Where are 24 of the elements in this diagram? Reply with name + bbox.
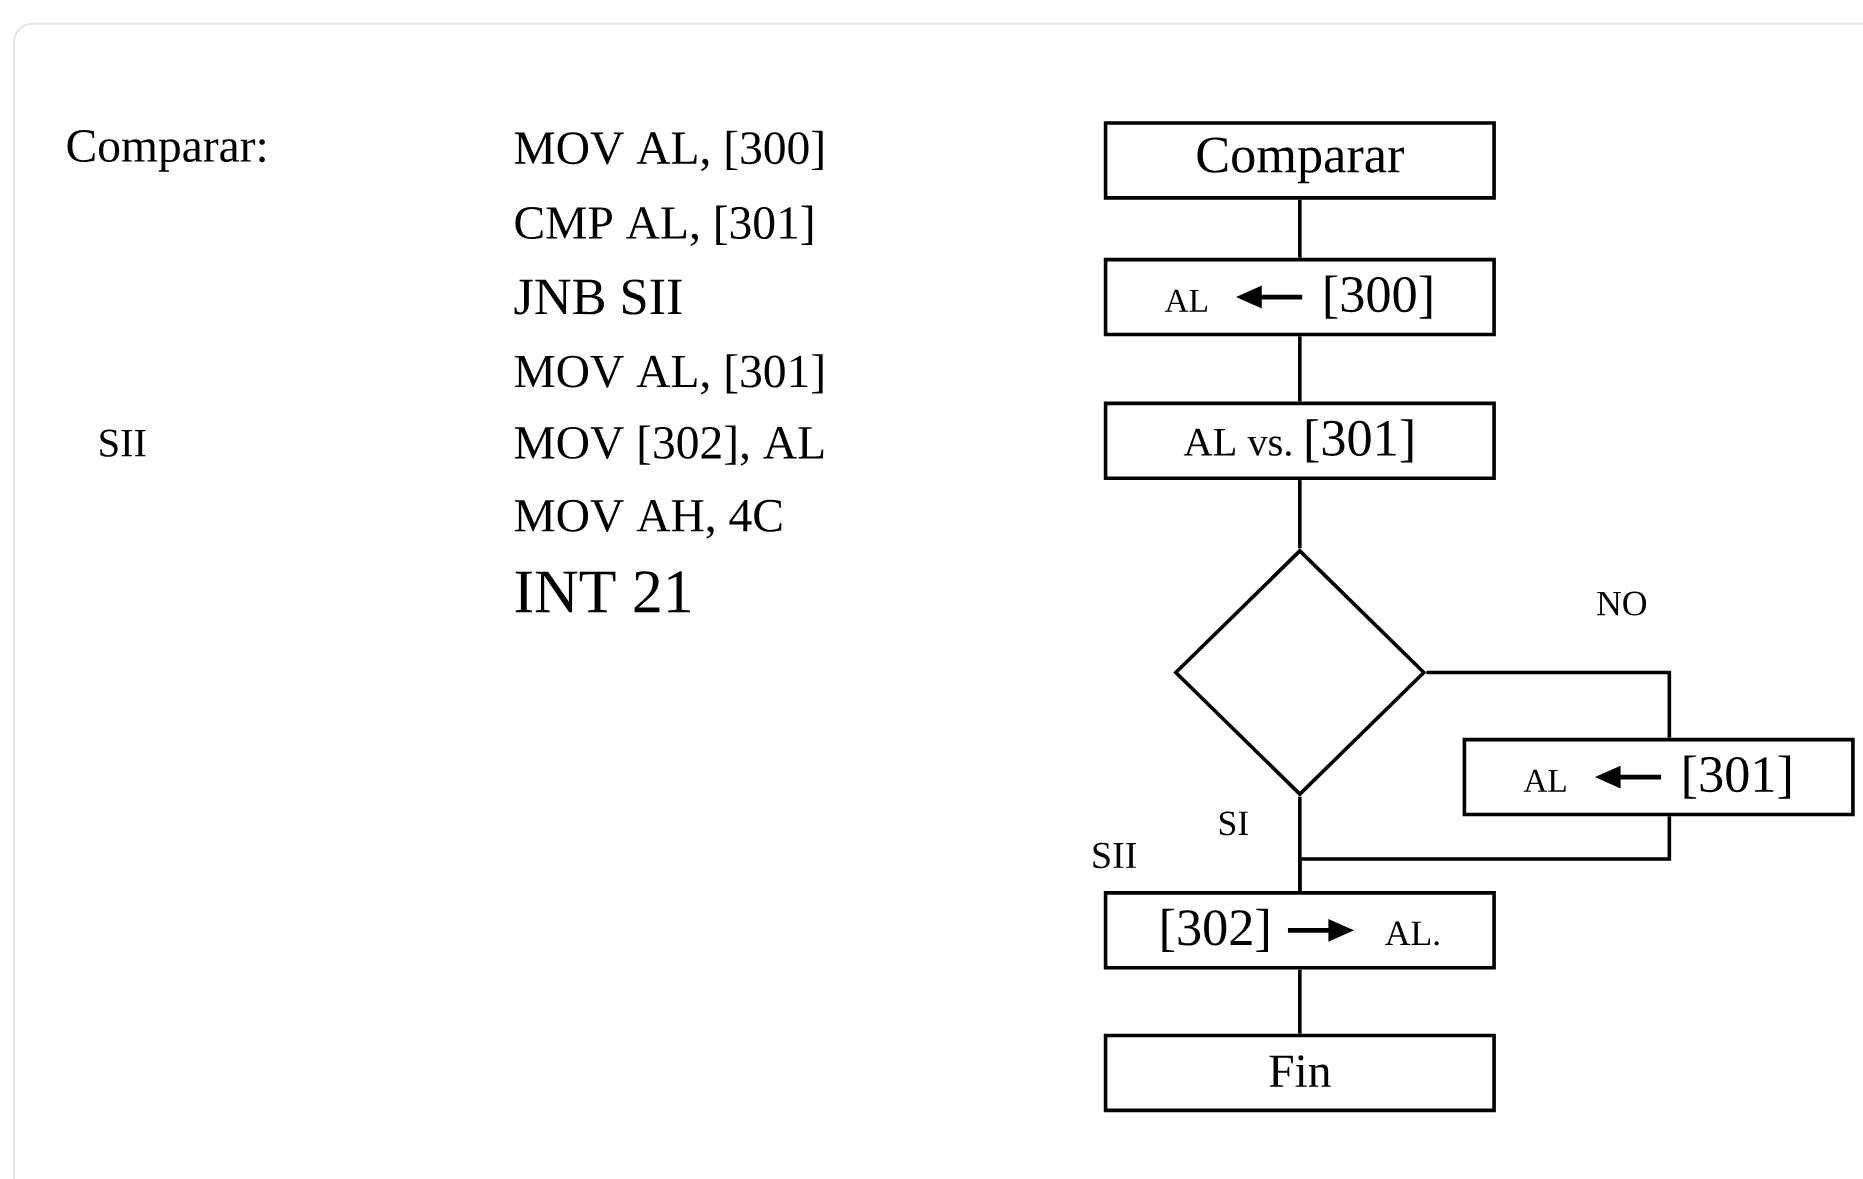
code-line: MOV [302], AL: [514, 425, 824, 466]
code-line: JNB SII: [514, 279, 682, 315]
process-box: Fin: [1103, 1033, 1496, 1113]
process-box: AL vs. [301]: [1103, 401, 1496, 481]
code-line: INT 21: [515, 571, 690, 613]
text-label: Comparar:: [67, 130, 265, 172]
process-box: Comparar: [1103, 121, 1496, 200]
process-box: AL [301]: [1462, 737, 1855, 817]
connector-line: [1298, 816, 1672, 892]
process-box: AL [300]: [1103, 257, 1496, 337]
code-line: CMP AL, [301]: [515, 205, 813, 246]
edge-label: NO: [1597, 591, 1647, 616]
code-line: MOV AL, [300]: [514, 130, 823, 172]
text-label: SII: [100, 429, 146, 457]
code-line: MOV AL, [301]: [514, 354, 823, 395]
connector-line: [1426, 670, 1672, 738]
connector-line: [1298, 199, 1302, 258]
process-box: [302] AL.: [1103, 891, 1496, 970]
text-label: SII: [1093, 842, 1137, 869]
connector-line: [1298, 480, 1302, 549]
connector-line: [1298, 336, 1302, 402]
edge-label: SI: [1219, 811, 1248, 836]
code-line: MOV AH, 4C: [514, 499, 782, 539]
connector-line: [1298, 969, 1302, 1034]
